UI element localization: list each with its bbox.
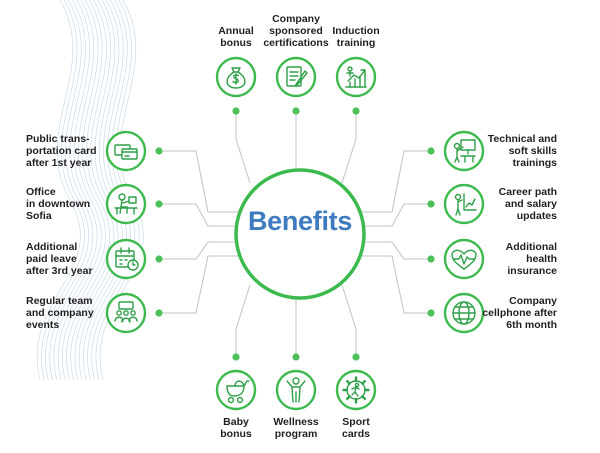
label-paid-leave-line: Additional <box>26 241 78 253</box>
label-health-insurance-line: Additional <box>505 241 557 253</box>
label-cellphone-line: Company <box>509 295 557 307</box>
label-paid-leave-line: after 3rd year <box>26 265 93 277</box>
benefit-icons <box>105 56 485 411</box>
label-career-path-line: Career path <box>498 186 557 198</box>
label-sport-cards-line: Sport <box>342 416 370 428</box>
connector-baby-bonus <box>235 284 251 357</box>
connector-office <box>159 203 238 227</box>
dot-sport-cards <box>352 353 360 361</box>
label-certifications-line: certifications <box>263 37 329 49</box>
document-pen-icon <box>275 56 317 98</box>
connector-career-path <box>362 203 431 227</box>
card-icon <box>105 130 147 172</box>
dot-induction-training <box>352 107 360 115</box>
label-team-events-line: Regular team <box>26 295 93 307</box>
connector-lines <box>159 111 431 357</box>
label-transportation-card-line: Public trans- <box>26 133 90 145</box>
label-career-path-line: and salary <box>505 198 557 210</box>
calendar-icon <box>105 238 147 280</box>
connector-dots <box>155 107 435 361</box>
connector-sport-cards <box>341 284 357 357</box>
label-transportation-card-line: after 1st year <box>26 157 92 169</box>
heart-pulse-icon <box>443 238 485 280</box>
dot-wellness <box>292 353 300 361</box>
label-trainings-line: trainings <box>512 157 557 169</box>
dot-cellphone <box>427 309 435 317</box>
desk-worker-icon <box>105 183 147 225</box>
label-baby-bonus-line: Baby <box>223 416 249 428</box>
label-office-line: in downtown <box>26 198 91 210</box>
dot-annual-bonus <box>232 107 240 115</box>
connector-trainings <box>362 150 431 213</box>
connector-induction-training <box>341 111 357 184</box>
connector-health-insurance <box>362 241 431 260</box>
center-circle <box>234 168 366 300</box>
label-wellness-line: program <box>274 428 318 440</box>
label-baby-bonus-line: bonus <box>220 428 252 440</box>
label-team-events-line: events <box>26 319 60 331</box>
dot-team-events <box>155 309 163 317</box>
label-office-line: Sofia <box>26 210 52 222</box>
label-induction-training-line: training <box>336 37 376 49</box>
label-induction-training-line: Induction <box>332 25 380 37</box>
connector-team-events <box>159 255 238 314</box>
globe-icon <box>443 292 485 334</box>
growth-chart-icon <box>335 56 377 98</box>
dot-baby-bonus <box>232 353 240 361</box>
person-icon <box>275 369 317 411</box>
label-team-events-line: and company <box>26 307 94 319</box>
presentation-icon <box>443 130 485 172</box>
label-sport-cards-line: cards <box>341 428 371 440</box>
label-trainings-line: soft skills <box>508 145 557 157</box>
dot-paid-leave <box>155 255 163 263</box>
label-trainings-line: Technical and <box>487 133 557 145</box>
label-annual-bonus-line: bonus <box>220 37 252 49</box>
label-cellphone-line: cellphone after <box>482 307 557 319</box>
label-career-path-line: updates <box>516 210 557 222</box>
connector-cellphone <box>362 255 431 314</box>
label-paid-leave-line: paid leave <box>26 253 77 265</box>
career-chart-icon <box>443 183 485 225</box>
label-certifications-line: Company <box>272 13 320 25</box>
label-office-line: Office <box>26 186 56 198</box>
dot-transportation-card <box>155 147 163 155</box>
label-health-insurance-line: insurance <box>507 265 557 277</box>
dot-trainings <box>427 147 435 155</box>
dot-career-path <box>427 200 435 208</box>
label-wellness-line: Wellness <box>273 416 319 428</box>
connector-transportation-card <box>159 150 238 213</box>
money-bag-icon <box>215 56 257 98</box>
label-certifications-line: sponsored <box>269 25 323 37</box>
connector-paid-leave <box>159 241 238 260</box>
label-cellphone-line: 6th month <box>506 319 557 331</box>
label-transportation-card-line: portation card <box>26 145 97 157</box>
team-icon <box>105 292 147 334</box>
dot-certifications <box>292 107 300 115</box>
label-annual-bonus-line: Annual <box>218 25 254 37</box>
label-health-insurance-line: health <box>526 253 557 265</box>
center-title: Benefits <box>247 206 353 236</box>
dot-office <box>155 200 163 208</box>
dot-health-insurance <box>427 255 435 263</box>
runner-gear-icon <box>335 369 377 411</box>
connector-annual-bonus <box>235 111 251 184</box>
stroller-icon <box>215 369 257 411</box>
